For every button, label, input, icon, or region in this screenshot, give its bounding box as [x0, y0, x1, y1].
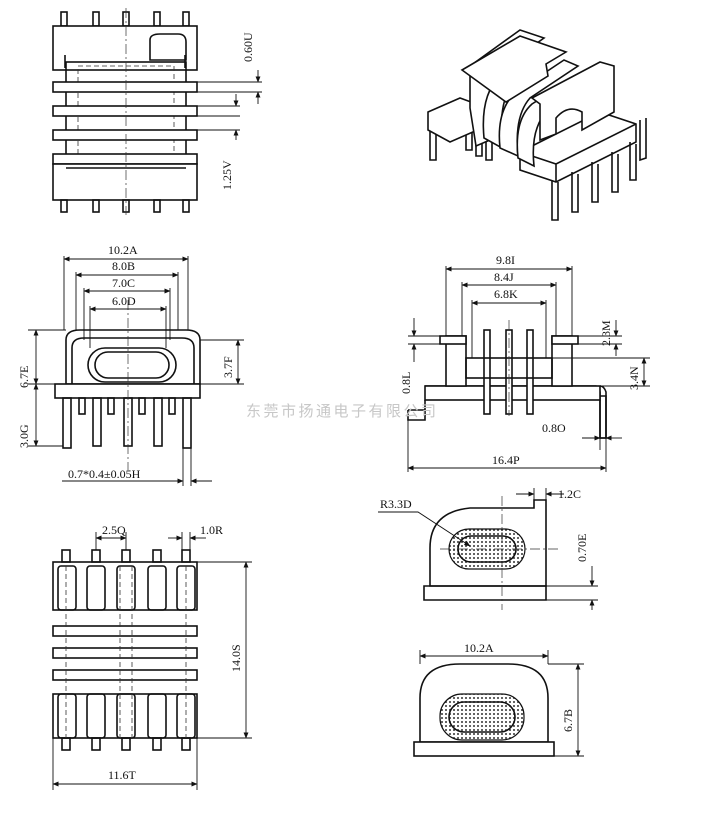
dim-8-4j: 8.4J [494, 270, 514, 284]
dim-2-3m: 2.3M [599, 320, 613, 346]
dim-1-2c: 1.2C [558, 487, 581, 501]
dim-10-2a: 10.2A [108, 243, 138, 257]
dim-3-7f: 3.7F [221, 356, 235, 378]
dim-1-0r: 1.0R [200, 523, 223, 537]
dim-0-8o: 0.8O [542, 421, 566, 435]
dim-2-5q: 2.5Q [102, 523, 126, 537]
dim-r3-3d: R3.3D [380, 497, 412, 511]
company-watermark: 东莞市扬通电子有限公司 [246, 402, 439, 420]
dim-6-7b: 6.7B [561, 709, 575, 732]
side-view: 9.8I 8.4J 6.8K 2.3M 3.4N 0.8L 0.8O 16.4P [399, 253, 650, 472]
dim-16-4p: 16.4P [492, 453, 520, 467]
dim-6-0d: 6.0D [112, 294, 136, 308]
dim-0-8l: 0.8L [399, 372, 413, 394]
dim-11-6t: 11.6T [108, 768, 137, 782]
dim-1-25v: 1.25V [220, 160, 234, 190]
dim-3-0g: 3.0G [17, 424, 31, 448]
front-view: 10.2A 8.0B 7.0C 6.0D 6.7E 3.0G 3.7F 0.7*… [17, 243, 244, 486]
dim-9-8i: 9.8I [496, 253, 515, 267]
top-view: 0.60U 1.25V [52, 8, 262, 215]
dim-7-0c: 7.0C [112, 276, 135, 290]
dim-6-8k: 6.8K [494, 287, 518, 301]
dim-14-0s: 14.0S [229, 644, 243, 672]
dim-3-4n: 3.4N [627, 366, 641, 390]
end-view-detail: R3.3D 1.2C 0.70E [378, 487, 598, 610]
dim-0-7-0-4-h: 0.7*0.4±0.05H [68, 467, 141, 481]
dim-6-7e: 6.7E [17, 366, 31, 388]
bottom-view: 2.5Q 1.0R 14.0S 11.6T [52, 523, 252, 790]
dim-0-60u: 0.60U [241, 32, 255, 62]
dim-8-0b: 8.0B [112, 259, 135, 273]
dim-10-2a-bottom: 10.2A [464, 641, 494, 655]
end-view-outline: 10.2A 6.7B [413, 641, 584, 757]
dim-0-70e: 0.70E [575, 534, 589, 562]
isometric-view [427, 29, 647, 221]
